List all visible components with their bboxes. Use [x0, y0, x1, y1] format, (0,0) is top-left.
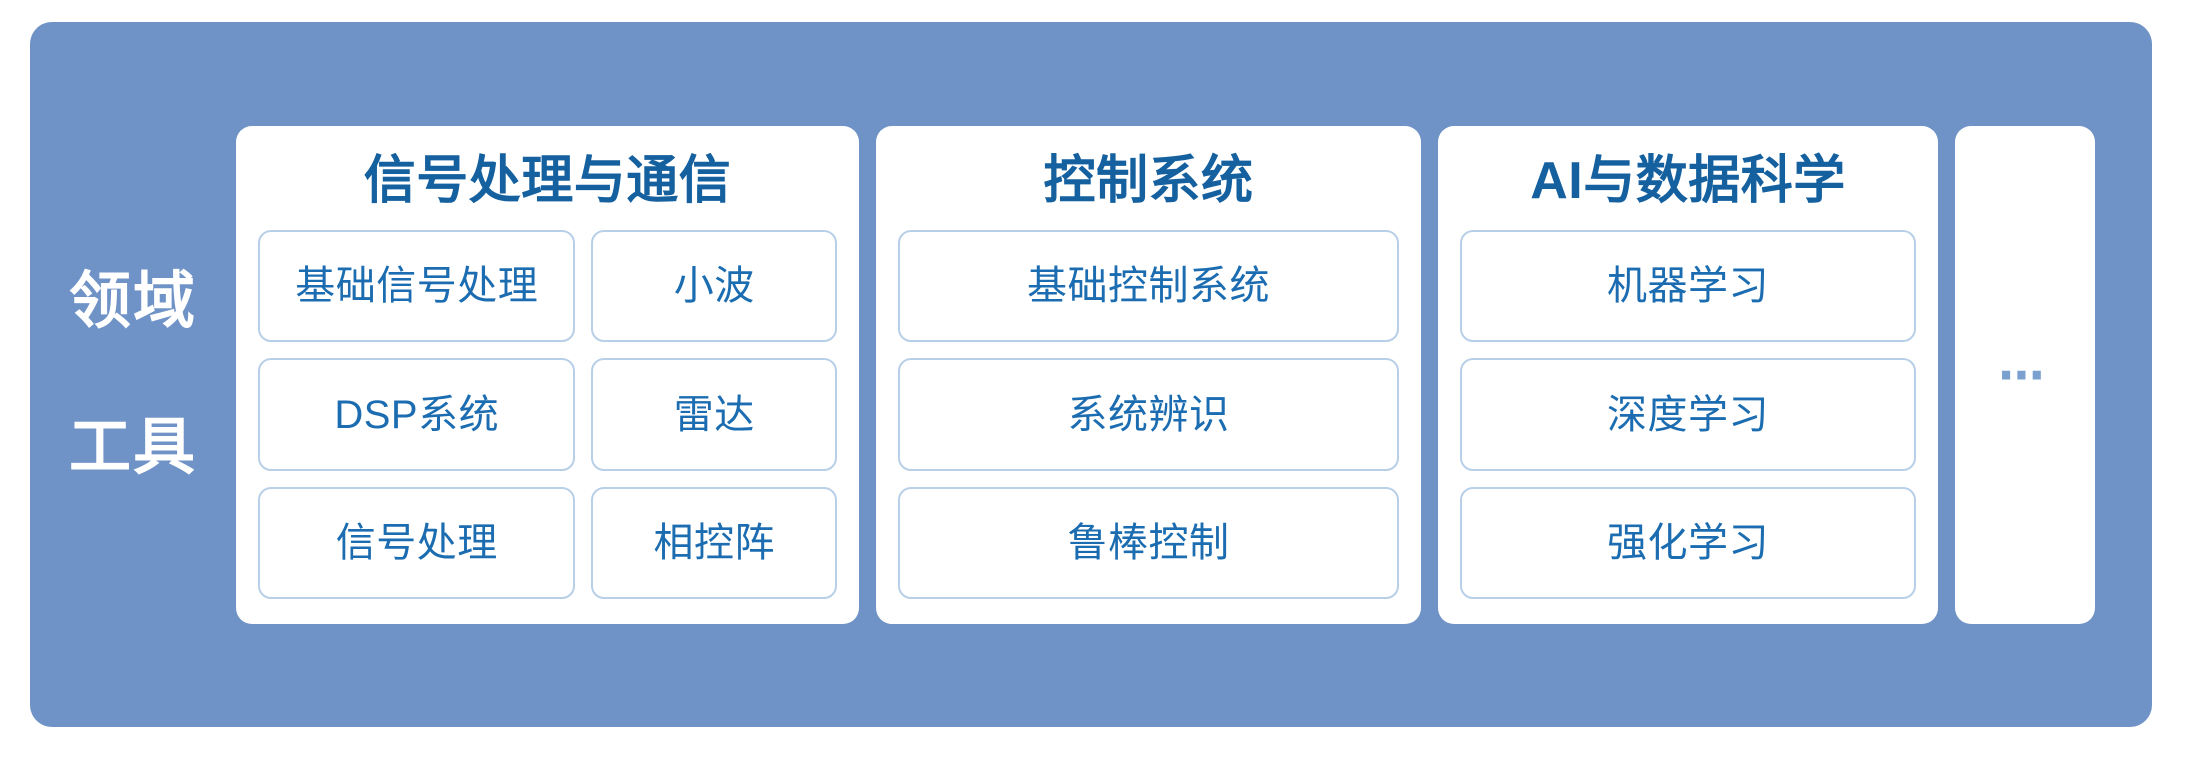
tool-chip[interactable]: 基础控制系统 — [898, 229, 1399, 343]
domain-tools-label-line1: 领域 — [68, 266, 197, 336]
domain-tools-panel: 领域 工具 信号处理与通信 基础信号处理 小波 DSP系统 雷达 信号处理 相控… — [30, 22, 2152, 727]
domain-tools-label: 领域 工具 — [58, 192, 208, 558]
tool-chip[interactable]: 基础信号处理 — [258, 229, 576, 343]
category-card-ai-data-science[interactable]: AI与数据科学 机器学习 深度学习 强化学习 — [1438, 125, 1938, 624]
chip-grid: 基础控制系统 系统辨识 鲁棒控制 — [898, 229, 1399, 600]
category-card-signal-processing[interactable]: 信号处理与通信 基础信号处理 小波 DSP系统 雷达 信号处理 相控阵 — [236, 125, 859, 624]
tool-chip[interactable]: 鲁棒控制 — [898, 486, 1399, 600]
tool-chip[interactable]: 深度学习 — [1460, 358, 1916, 471]
tool-chip[interactable]: DSP系统 — [258, 358, 576, 471]
category-card-control-systems[interactable]: 控制系统 基础控制系统 系统辨识 鲁棒控制 — [876, 125, 1421, 624]
tool-chip[interactable]: 小波 — [591, 229, 837, 343]
category-card-title: AI与数据科学 — [1530, 151, 1846, 210]
chip-grid: 基础信号处理 小波 DSP系统 雷达 信号处理 相控阵 — [258, 229, 837, 600]
category-card-title: 控制系统 — [1043, 151, 1254, 210]
category-cards-rail: 信号处理与通信 基础信号处理 小波 DSP系统 雷达 信号处理 相控阵 控制系统… — [236, 125, 2095, 624]
tool-chip[interactable]: 强化学习 — [1460, 486, 1916, 600]
category-card-title: 信号处理与通信 — [363, 151, 732, 210]
tool-chip[interactable]: 雷达 — [591, 358, 837, 471]
ellipsis-icon: ⋯ — [1998, 348, 2052, 401]
tool-chip[interactable]: 系统辨识 — [898, 358, 1399, 471]
tool-chip[interactable]: 信号处理 — [258, 486, 576, 600]
domain-tools-label-line2: 工具 — [68, 413, 197, 483]
tool-chip[interactable]: 机器学习 — [1460, 229, 1916, 343]
chip-grid: 机器学习 深度学习 强化学习 — [1460, 229, 1916, 600]
category-card-more[interactable]: ⋯ — [1955, 125, 2095, 624]
tool-chip[interactable]: 相控阵 — [591, 486, 837, 600]
